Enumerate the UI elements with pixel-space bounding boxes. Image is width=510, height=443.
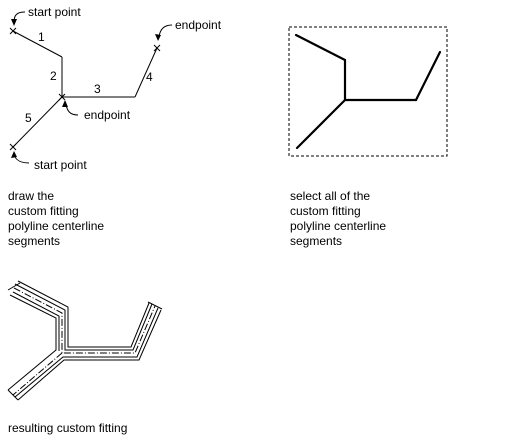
fitting-walls [7,280,163,401]
segment-number-2: 2 [50,69,57,83]
start-marker-top [9,27,17,35]
centerline-main [13,287,156,354]
endcap-bottom-left [7,389,19,401]
leader-endpoint-right [158,24,173,38]
segment-number-3: 3 [94,82,101,96]
wall-top-inner [14,283,153,351]
segment-1 [12,30,63,58]
selected-segment-1 [294,33,347,62]
caption-select-segments: select all of the custom fitting polylin… [290,189,387,248]
end-marker-right [153,44,161,52]
panel-result-fitting [7,280,163,401]
selected-polyline [294,33,442,150]
segment-4 [134,47,158,98]
segment-number-4: 4 [146,70,153,84]
arrowhead-endpoint-middle-icon [62,100,68,107]
centerline-polyline [12,30,158,148]
caption-resulting-fitting: resulting custom fitting [8,421,128,435]
start-marker-bottom [9,143,17,151]
panel-select-segments [288,26,448,157]
wall-bottom-outer [17,309,162,401]
leader-endpoint-middle [65,103,79,116]
wall-left-outer [7,294,57,391]
label-start-point-bottom: start point [34,158,87,172]
fitting-centerline [12,287,156,396]
wall-top-outer [17,280,150,348]
end-marker-middle [58,93,66,101]
selection-window [288,26,448,157]
segment-number-5: 5 [25,111,32,125]
endcap-top-left [7,282,21,291]
arrowhead-endpoint-right-icon [155,34,161,41]
arrowhead-start-bottom-icon [11,151,17,158]
centerline-branch [12,352,63,396]
panel-draw-segments: start point endpoint endpoint start poin… [9,5,222,172]
segment-number-1: 1 [38,30,45,44]
segment-5 [12,96,63,148]
arrowhead-start-top-icon [11,19,17,26]
label-start-point-top: start point [28,5,81,19]
wall-left-inner [12,291,60,351]
wall-bottom-inner [14,307,159,398]
endcap-top-right [147,301,163,310]
selected-segment-5 [295,98,347,150]
caption-draw-segments: draw the custom fitting polyline centerl… [8,189,105,248]
point-markers [9,27,161,151]
label-endpoint-right: endpoint [175,18,222,32]
label-endpoint-middle: endpoint [84,108,131,122]
arrow-heads [11,19,161,158]
selected-segment-4 [414,50,442,102]
